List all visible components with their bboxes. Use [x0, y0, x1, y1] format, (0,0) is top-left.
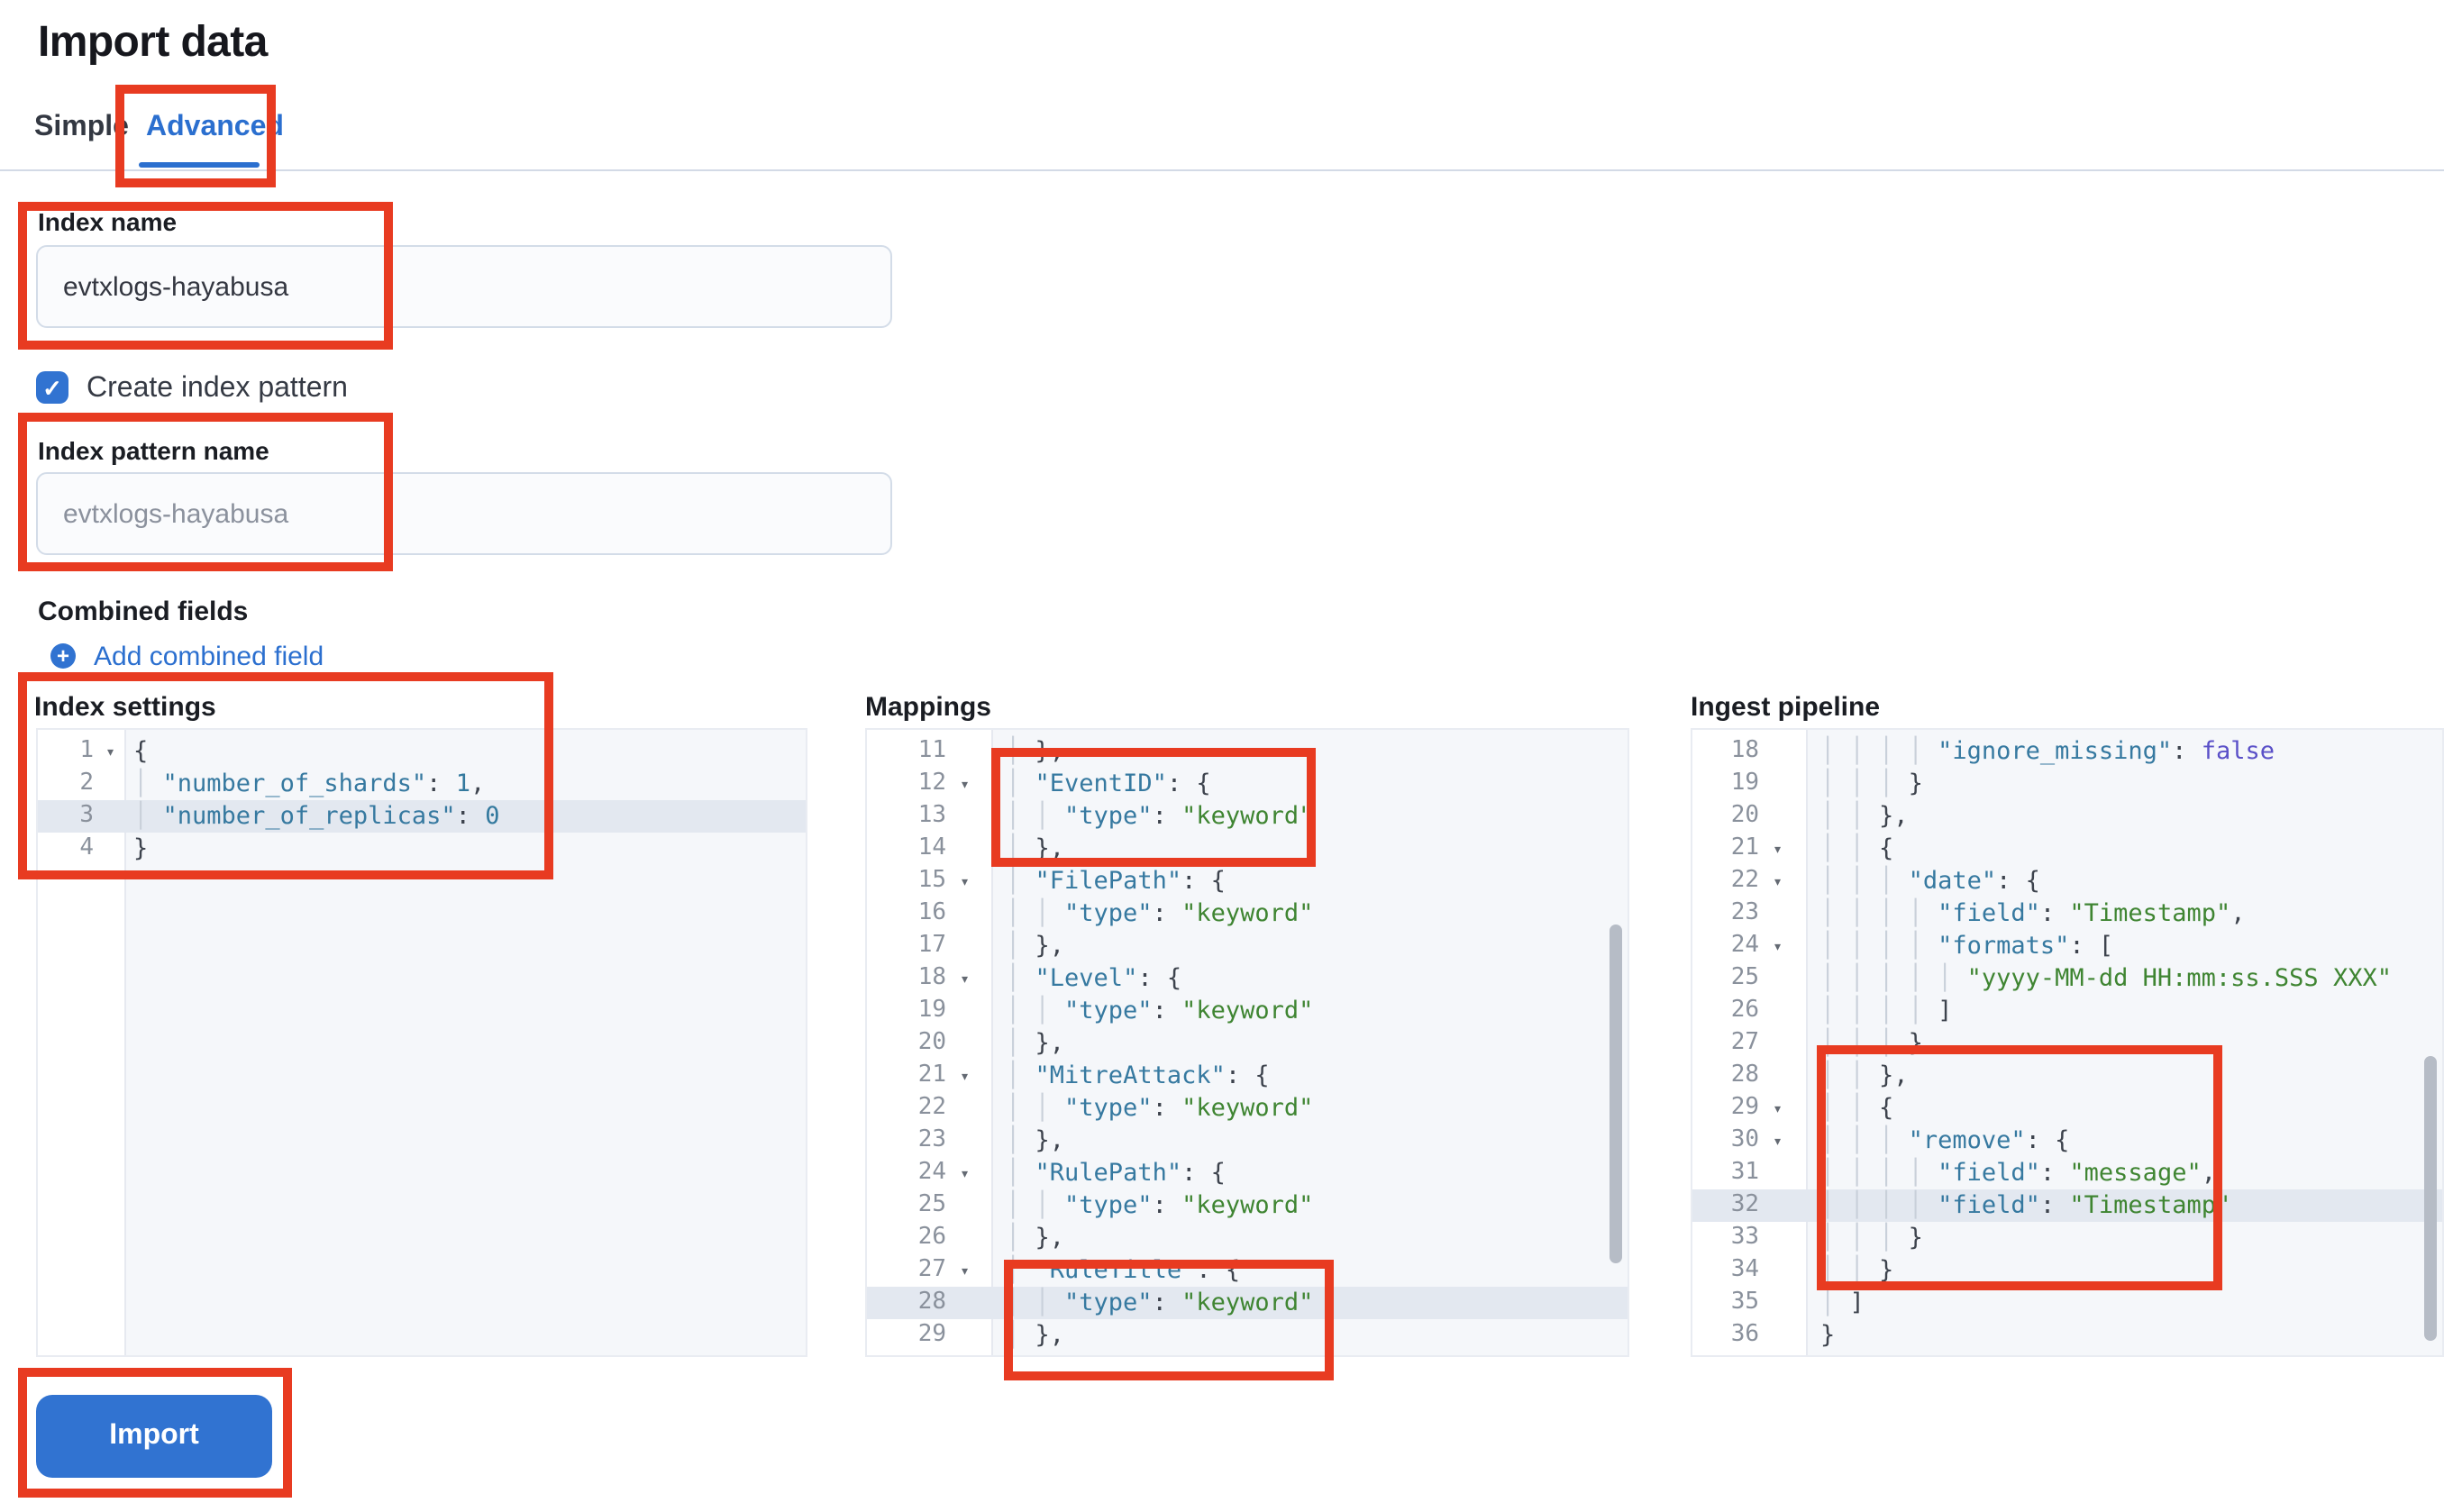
plus-icon: +	[50, 643, 76, 669]
fold-arrow-icon[interactable]: ▾	[1773, 1101, 1783, 1119]
page-title: Import data	[38, 18, 268, 67]
import-button[interactable]: Import	[36, 1395, 272, 1478]
code-line: 22│ │ "type": "keyword"	[917, 1094, 1314, 1123]
code-line: 29│ },	[917, 1321, 1065, 1350]
code-line: 29▾│ │ {	[1692, 1092, 2442, 1125]
code-line: 19│ │ "type": "keyword"	[917, 997, 1314, 1025]
editor-background	[124, 730, 806, 1355]
code-line: 24▾│ │ │ │ "formats": [	[1692, 930, 2442, 962]
code-line: 30▾│ │ │ "remove": {	[1692, 1125, 2442, 1157]
index-settings-editor[interactable]: 1▾{2│ "number_of_shards": 1,3│ "number_o…	[36, 728, 807, 1357]
code-line: 2│ "number_of_shards": 1,	[79, 770, 486, 798]
editor-background	[1806, 730, 2442, 1355]
code-line: 22▾│ │ │ "date": {	[1692, 865, 2442, 897]
fold-arrow-icon[interactable]: ▾	[960, 874, 970, 892]
code-line: 18▾│ "Level": {	[867, 962, 1628, 995]
code-line: 4}	[79, 834, 149, 863]
code-line: 33│ │ │ }	[1730, 1224, 1923, 1252]
index-pattern-name-label: Index pattern name	[38, 436, 269, 465]
fold-arrow-icon[interactable]: ▾	[1773, 939, 1783, 957]
code-line: 18│ │ │ │ "ignore_missing": false	[1730, 737, 2275, 766]
tabs-divider	[0, 169, 2444, 171]
tab-simple[interactable]: Simple	[34, 112, 129, 142]
create-index-pattern-label: Create index pattern	[87, 373, 348, 404]
code-line: 26│ │ │ │ ]	[1730, 997, 1953, 1025]
code-line: 25│ │ "type": "keyword"	[917, 1191, 1314, 1220]
code-line: 31│ │ │ │ "field": "message",	[1730, 1159, 2216, 1188]
fold-arrow-icon[interactable]: ▾	[960, 1263, 970, 1281]
mappings-scrollbar-thumb[interactable]	[1610, 925, 1622, 1263]
code-line: 23│ │ │ │ "field": "Timestamp",	[1730, 899, 2246, 928]
index-pattern-name-input[interactable]	[36, 472, 892, 555]
mappings-label: Mappings	[865, 692, 991, 723]
ingest-pipeline-label: Ingest pipeline	[1691, 692, 1881, 723]
tab-advanced-underline	[139, 162, 260, 168]
code-lines: 1▾{2│ "number_of_shards": 1,3│ "number_o…	[38, 735, 806, 865]
code-line: 11│ },	[917, 737, 1065, 766]
code-line: 34│ │ }	[1730, 1256, 1894, 1285]
code-line: 15▾│ "FilePath": {	[867, 865, 1628, 897]
code-line: 19│ │ │ }	[1730, 770, 1923, 798]
index-name-input[interactable]	[36, 245, 892, 328]
code-line: 36}	[1730, 1321, 1836, 1350]
code-line: 3│ "number_of_replicas": 0	[38, 800, 806, 833]
ingest-pipeline-scrollbar-thumb[interactable]	[2424, 1056, 2437, 1341]
tab-advanced[interactable]: Advanced	[146, 112, 284, 142]
code-line: 28│ │ },	[1730, 1061, 1909, 1090]
index-name-label: Index name	[38, 207, 178, 236]
ingest-pipeline-editor[interactable]: 18│ │ │ │ "ignore_missing": false 19│ │ │…	[1691, 728, 2444, 1357]
code-line: 1▾{	[38, 735, 806, 768]
create-index-pattern-checkbox[interactable]: ✓	[36, 371, 68, 404]
code-line: 27│ │ │ }	[1730, 1029, 1923, 1058]
fold-arrow-icon[interactable]: ▾	[960, 1166, 970, 1184]
code-line: 14│ },	[917, 834, 1065, 863]
code-line: 13│ │ "type": "keyword"	[917, 802, 1314, 831]
code-line: 26│ },	[917, 1224, 1065, 1252]
add-combined-field-link[interactable]: Add combined field	[94, 642, 324, 672]
fold-arrow-icon[interactable]: ▾	[1773, 1134, 1783, 1152]
mappings-editor[interactable]: 11│ },12▾│ "EventID": {13│ │ "type": "ke…	[865, 728, 1629, 1357]
code-line: 27▾│ "RuleTitle": {	[867, 1254, 1628, 1287]
fold-arrow-icon[interactable]: ▾	[1773, 874, 1783, 892]
code-line: 35│ ]	[1730, 1289, 1865, 1317]
fold-arrow-icon[interactable]: ▾	[960, 1069, 970, 1087]
code-line: 24▾│ "RulePath": {	[867, 1157, 1628, 1189]
gutter-divider	[1806, 730, 1808, 1355]
code-line: 17│ },	[917, 932, 1065, 961]
code-line: 21▾│ "MitreAttack": {	[867, 1060, 1628, 1092]
code-line: 28│ │ "type": "keyword"	[867, 1287, 1628, 1319]
fold-arrow-icon[interactable]: ▾	[105, 744, 115, 762]
code-line: 21▾│ │ {	[1692, 833, 2442, 865]
index-settings-label: Index settings	[34, 692, 216, 723]
code-lines: 11│ },12▾│ "EventID": {13│ │ "type": "ke…	[867, 735, 1628, 1352]
gutter-divider	[991, 730, 993, 1355]
fold-arrow-icon[interactable]: ▾	[1773, 842, 1783, 860]
fold-arrow-icon[interactable]: ▾	[960, 777, 970, 795]
code-lines: 18│ │ │ │ "ignore_missing": false 19│ │ │…	[1692, 735, 2442, 1352]
fold-arrow-icon[interactable]: ▾	[960, 971, 970, 989]
code-line: 32│ │ │ │ "field": "Timestamp"	[1692, 1189, 2442, 1222]
code-line: 12▾│ "EventID": {	[867, 768, 1628, 800]
code-line: 20│ │ },	[1730, 802, 1909, 831]
code-line: 20│ },	[917, 1029, 1065, 1058]
combined-fields-label: Combined fields	[38, 597, 249, 627]
code-line: 23│ },	[917, 1126, 1065, 1155]
gutter-divider	[124, 730, 126, 1355]
code-line: 25│ │ │ │ │ "yyyy-MM-dd HH:mm:ss.SSS XXX…	[1730, 964, 2392, 993]
code-line: 16│ │ "type": "keyword"	[917, 899, 1314, 928]
